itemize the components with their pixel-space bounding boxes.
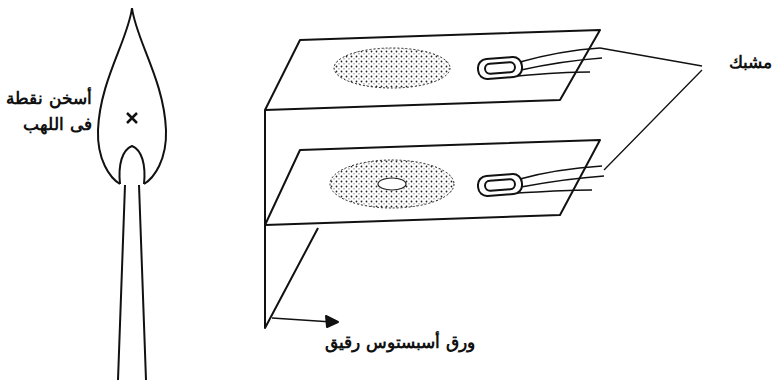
lower-clip-inner bbox=[485, 179, 516, 191]
lower-clip-wires bbox=[518, 166, 604, 193]
sheet-label: ورق أسبستوس رقيق bbox=[300, 330, 500, 356]
clean-spot bbox=[378, 178, 406, 190]
candle-wick bbox=[118, 185, 146, 380]
hot-point-mark bbox=[127, 113, 137, 123]
arrow-head bbox=[326, 316, 338, 327]
upper-clip-inner bbox=[485, 62, 516, 74]
asbestos-sheet bbox=[265, 110, 318, 328]
flame-outline bbox=[98, 8, 166, 184]
upper-clip-wires bbox=[518, 48, 602, 76]
upper-plate bbox=[265, 30, 600, 110]
soot-patch bbox=[330, 160, 454, 208]
clip-label: مشبك bbox=[708, 50, 772, 76]
flame-inner-cone bbox=[120, 146, 145, 184]
pointer-arrow bbox=[272, 318, 332, 322]
soot-patch bbox=[334, 48, 450, 88]
flame-point-label: أسخن نقطة فى اللهب bbox=[4, 86, 92, 137]
leader-line bbox=[600, 48, 702, 170]
lower-clip bbox=[477, 173, 522, 196]
upper-clip bbox=[477, 56, 522, 79]
